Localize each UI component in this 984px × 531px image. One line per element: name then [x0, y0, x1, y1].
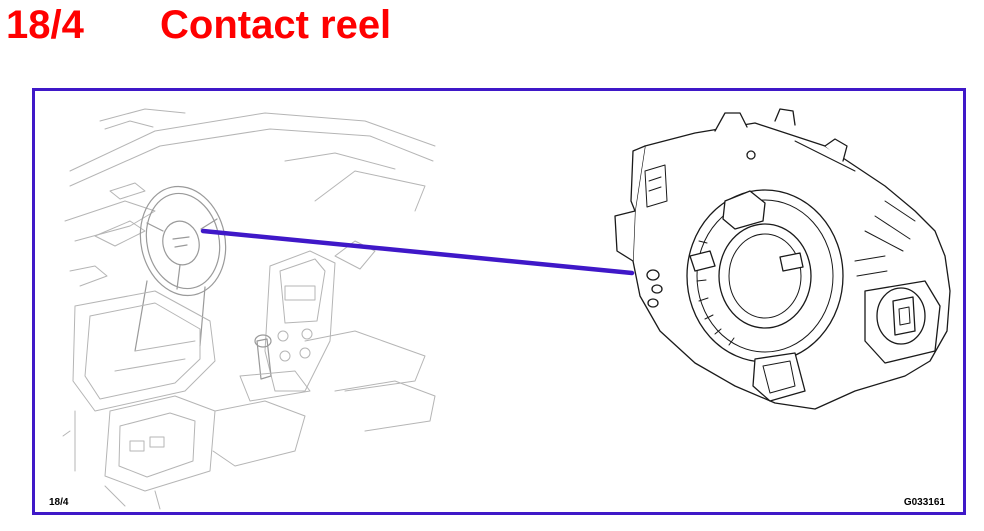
- figure-drawing: [62, 108, 951, 510]
- figure-frame: 18/4 G033161: [32, 88, 966, 515]
- car-interior-illustration: [62, 108, 436, 510]
- heading-title: Contact reel: [160, 3, 392, 47]
- connector-plug-left: [646, 269, 663, 308]
- contact-reel-illustration: [614, 108, 951, 410]
- heading-ref: 18/4: [6, 3, 84, 47]
- figure-code-label: G033161: [903, 497, 945, 508]
- steering-wheel-illustration: [134, 185, 227, 352]
- page-heading: 18/4 Contact reel: [6, 0, 391, 50]
- callout-pointer-line: [200, 228, 635, 276]
- figure-ref-label: 18/4: [49, 497, 69, 508]
- connector-block-right: [864, 280, 941, 364]
